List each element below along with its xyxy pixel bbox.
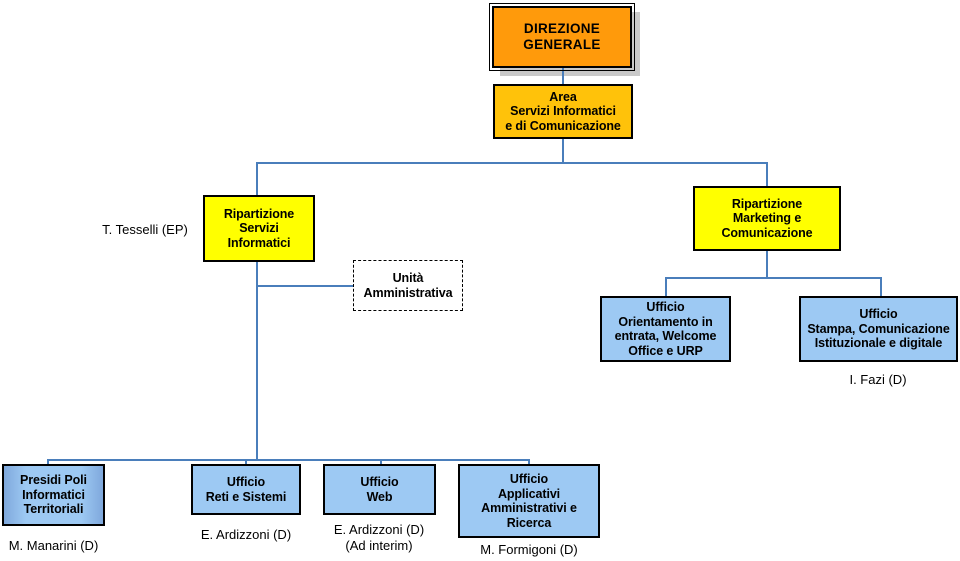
node-ufficio-web[interactable]: Ufficio Web [323,464,436,515]
connector-marketing-split-bar [665,277,881,279]
node-ufficio-orientamento-label: Ufficio Orientamento in entrata, Welcome… [614,300,717,358]
node-unita-amministrativa[interactable]: Unità Amministrativa [353,260,463,311]
node-area-servizi-label: Area Servizi Informatici e di Comunicazi… [505,89,621,133]
connector-servizi-trunk [256,262,258,460]
node-ufficio-stampa[interactable]: Ufficio Stampa, Comunicazione Istituzion… [799,296,958,362]
node-ufficio-reti-label: Ufficio Reti e Sistemi [205,475,287,504]
connector-to-unita-amministrativa [256,285,353,287]
node-ripartizione-servizi-informatici[interactable]: Ripartizione Servizi Informatici [203,195,315,262]
caption-formigoni: M. Formigoni (D) [480,542,578,557]
node-ufficio-applicativi-label: Ufficio Applicativi Amministrativi e Ric… [481,472,577,530]
connector-to-ufficio-applicativi [528,459,530,465]
connector-area-down [562,139,564,163]
node-ripartizione-servizi-informatici-label: Ripartizione Servizi Informatici [223,206,295,250]
node-direzione-generale-label: DIREZIONE GENERALE [523,21,601,52]
connector-direzione-to-area [562,68,564,85]
node-presidi-poli-label: Presidi Poli Informatici Territoriali [20,473,87,517]
connector-to-ufficio-web [380,459,382,465]
connector-to-ripartizione-servizi [256,162,258,196]
node-ripartizione-marketing[interactable]: Ripartizione Marketing e Comunicazione [693,186,841,251]
node-ripartizione-marketing-label: Ripartizione Marketing e Comunicazione [721,196,813,240]
caption-ardizzoni-reti: E. Ardizzoni (D) [200,527,292,542]
node-presidi-poli[interactable]: Presidi Poli Informatici Territoriali [2,464,105,526]
connector-uffici-split-bar [47,459,529,461]
connector-marketing-trunk [766,251,768,278]
node-ufficio-applicativi[interactable]: Ufficio Applicativi Amministrativi e Ric… [458,464,600,538]
node-direzione-generale[interactable]: DIREZIONE GENERALE [489,3,635,71]
node-area-servizi[interactable]: Area Servizi Informatici e di Comunicazi… [493,84,633,139]
node-ufficio-web-label: Ufficio Web [360,475,399,504]
node-ufficio-stampa-label: Ufficio Stampa, Comunicazione Istituzion… [807,307,950,351]
caption-manarini: M. Manarini (D) [8,538,99,553]
connector-to-ufficio-reti [245,459,247,465]
node-unita-amministrativa-label: Unità Amministrativa [363,271,453,300]
caption-tesselli: T. Tesselli (EP) [102,222,188,237]
caption-ardizzoni-web: E. Ardizzoni (D) (Ad interim) [333,522,425,553]
caption-fazi: I. Fazi (D) [849,372,907,387]
node-ufficio-reti[interactable]: Ufficio Reti e Sistemi [191,464,301,515]
node-ufficio-orientamento[interactable]: Ufficio Orientamento in entrata, Welcome… [600,296,731,362]
connector-to-ripartizione-marketing [766,162,768,186]
connector-to-ufficio-stampa [880,277,882,297]
connector-to-presidi-poli [47,459,49,465]
connector-level2-split-bar [256,162,767,164]
connector-to-ufficio-orientamento [665,277,667,297]
